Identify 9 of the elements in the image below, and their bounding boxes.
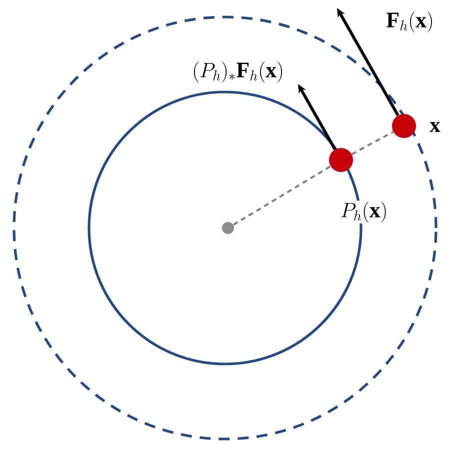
point-label: $P_h(\mathbf{x})$ — [339, 200, 389, 224]
edge-label: $\mathbf{F}_h(\mathbf{x})$ — [385, 10, 435, 34]
connector-line — [351, 130, 394, 156]
edge-label: $(P_h)_*\mathbf{F}_h(\mathbf{x})$ — [191, 60, 285, 84]
point-dot — [329, 148, 353, 172]
connector-line — [232, 165, 332, 226]
point-label: $\mathbf{x}$ — [428, 120, 442, 134]
point-dot — [392, 114, 416, 138]
center-dot — [222, 222, 234, 234]
